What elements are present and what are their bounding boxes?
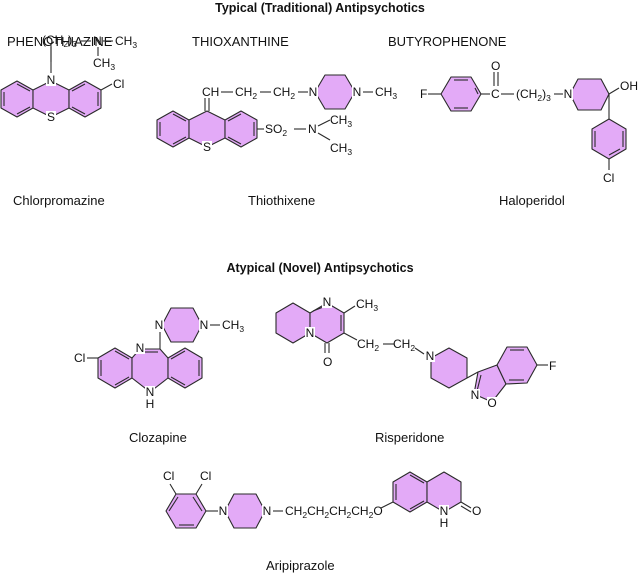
piperazine-ring (224, 493, 266, 529)
svg-text:CH3: CH3 (356, 297, 378, 313)
class-thioxanthine: THIOXANTHINE (192, 34, 289, 49)
chlorpromazine-structure: N S (CH2)3 N CH3 CH3 Cl (0, 33, 137, 124)
drug-name-haloperidol: Haloperidol (499, 193, 565, 208)
svg-text:H: H (440, 516, 449, 530)
svg-text:Cl: Cl (74, 351, 85, 365)
risperidone-structure: N N O CH3 CH2 CH2 N N O F (275, 295, 556, 410)
typical-section-title: Typical (Traditional) Antipsychotics (215, 1, 425, 15)
svg-text:Cl: Cl (200, 469, 211, 483)
svg-text:(CH2)3: (CH2)3 (42, 33, 77, 49)
svg-text:N: N (323, 295, 332, 309)
dichlorobenzene-ring (165, 493, 207, 529)
svg-text:F: F (549, 359, 556, 373)
svg-text:CH3: CH3 (330, 141, 352, 157)
svg-text:N: N (306, 326, 315, 340)
piperazine-ring (161, 307, 203, 343)
svg-text:CH3: CH3 (93, 56, 115, 72)
chlorobenzene-ring (591, 118, 627, 160)
pyrimidinone-ring (309, 302, 345, 344)
svg-text:S: S (203, 140, 211, 154)
svg-text:O: O (491, 59, 500, 73)
svg-text:S: S (47, 110, 55, 124)
svg-text:N: N (353, 85, 362, 99)
fluorobenzene-ring (440, 76, 482, 112)
svg-text:N: N (564, 87, 573, 101)
svg-text:OH: OH (620, 79, 638, 93)
benzene-ring (156, 110, 190, 148)
svg-text:CH2: CH2 (235, 85, 257, 101)
svg-text:CH: CH (202, 85, 219, 99)
svg-text:(CH2)3: (CH2)3 (516, 87, 551, 103)
svg-text:N: N (308, 122, 317, 136)
svg-text:SO2: SO2 (265, 122, 287, 138)
svg-text:N: N (47, 73, 56, 87)
svg-text:CH2: CH2 (273, 85, 295, 101)
benzene-ring (68, 80, 102, 118)
svg-text:CH3: CH3 (330, 113, 352, 129)
svg-text:N: N (440, 504, 449, 518)
benzene-ring (224, 110, 258, 148)
svg-text:O: O (323, 355, 332, 369)
svg-text:CH3: CH3 (115, 34, 137, 50)
svg-text:N: N (471, 388, 480, 402)
svg-text:N: N (309, 85, 318, 99)
svg-text:CH3: CH3 (375, 85, 397, 101)
aripiprazole-structure: Cl Cl N N CH2CH2CH2CH2O N H O (163, 469, 481, 530)
svg-text:CH2: CH2 (357, 337, 379, 353)
svg-text:N: N (426, 349, 435, 363)
svg-text:Cl: Cl (113, 77, 124, 91)
svg-text:N: N (93, 34, 102, 48)
svg-text:N: N (146, 385, 155, 399)
svg-text:Cl: Cl (603, 171, 614, 185)
svg-text:O: O (472, 504, 481, 518)
clozapine-structure: Cl N N H N N CH3 (74, 307, 244, 411)
atypical-section-title: Atypical (Novel) Antipsychotics (226, 261, 413, 275)
svg-text:N: N (136, 341, 145, 355)
class-butyrophenone: BUTYROPHENONE (388, 34, 507, 49)
svg-text:N: N (200, 318, 209, 332)
benzene-ring (496, 346, 538, 385)
benzene-ring (167, 347, 203, 389)
drug-name-risperidone: Risperidone (375, 430, 444, 445)
haloperidol-structure: F C O (CH2)3 N OH Cl (420, 59, 638, 185)
svg-text:F: F (420, 87, 427, 101)
benzene-ring (392, 471, 428, 513)
svg-text:CH2: CH2 (393, 337, 415, 353)
svg-text:CH3: CH3 (222, 318, 244, 334)
piperidine-ring (430, 347, 468, 389)
piperazine-ring (314, 74, 356, 110)
piperidine-ring (569, 78, 610, 111)
chlorobenzene-ring (97, 347, 133, 389)
svg-text:CH2CH2CH2CH2O: CH2CH2CH2CH2O (285, 504, 383, 520)
drug-name-chlorpromazine: Chlorpromazine (13, 193, 105, 208)
class-phenothiazine: PHENOTHIAZINE (7, 34, 113, 49)
drug-name-thiothixene: Thiothixene (248, 193, 315, 208)
svg-text:H: H (146, 397, 155, 411)
svg-text:O: O (487, 396, 496, 410)
drug-name-clozapine: Clozapine (129, 430, 187, 445)
thiothixene-structure: S CH CH2 CH2 N N CH3 SO2 N CH3 CH3 (156, 74, 397, 157)
benzene-ring (0, 80, 34, 118)
svg-text:Cl: Cl (163, 469, 174, 483)
drug-name-aripiprazole: Aripiprazole (266, 558, 335, 573)
svg-text:N: N (219, 504, 228, 518)
svg-text:C: C (491, 87, 500, 101)
svg-text:N: N (263, 504, 272, 518)
svg-text:N: N (155, 318, 164, 332)
